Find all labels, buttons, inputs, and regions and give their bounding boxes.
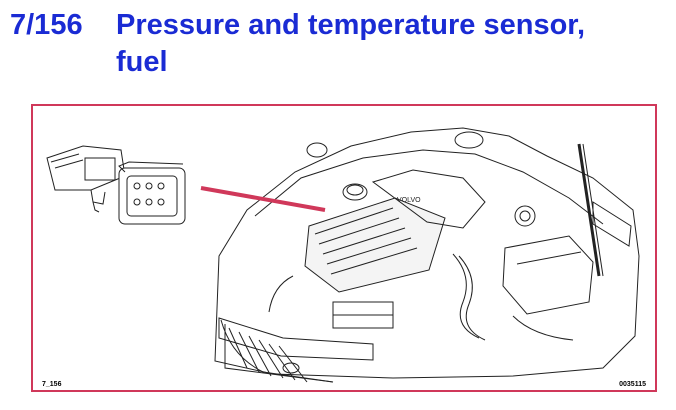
title-line-1: Pressure and temperature sensor, — [116, 9, 586, 41]
engine-bay: VOLVO — [214, 127, 640, 383]
pressure-temperature-sensor — [46, 145, 186, 225]
figure-ref-right: 0035115 — [619, 381, 646, 388]
figure-ref-left: 7_156 — [42, 381, 62, 388]
section-number: 7/156 — [10, 9, 83, 41]
title-line-2: fuel — [116, 46, 168, 78]
engine-bay-illustration: VOLVO — [46, 127, 640, 383]
figure-frame: VOLVO — [31, 104, 657, 392]
svg-text:VOLVO: VOLVO — [397, 197, 421, 204]
pointer-line — [200, 186, 326, 212]
